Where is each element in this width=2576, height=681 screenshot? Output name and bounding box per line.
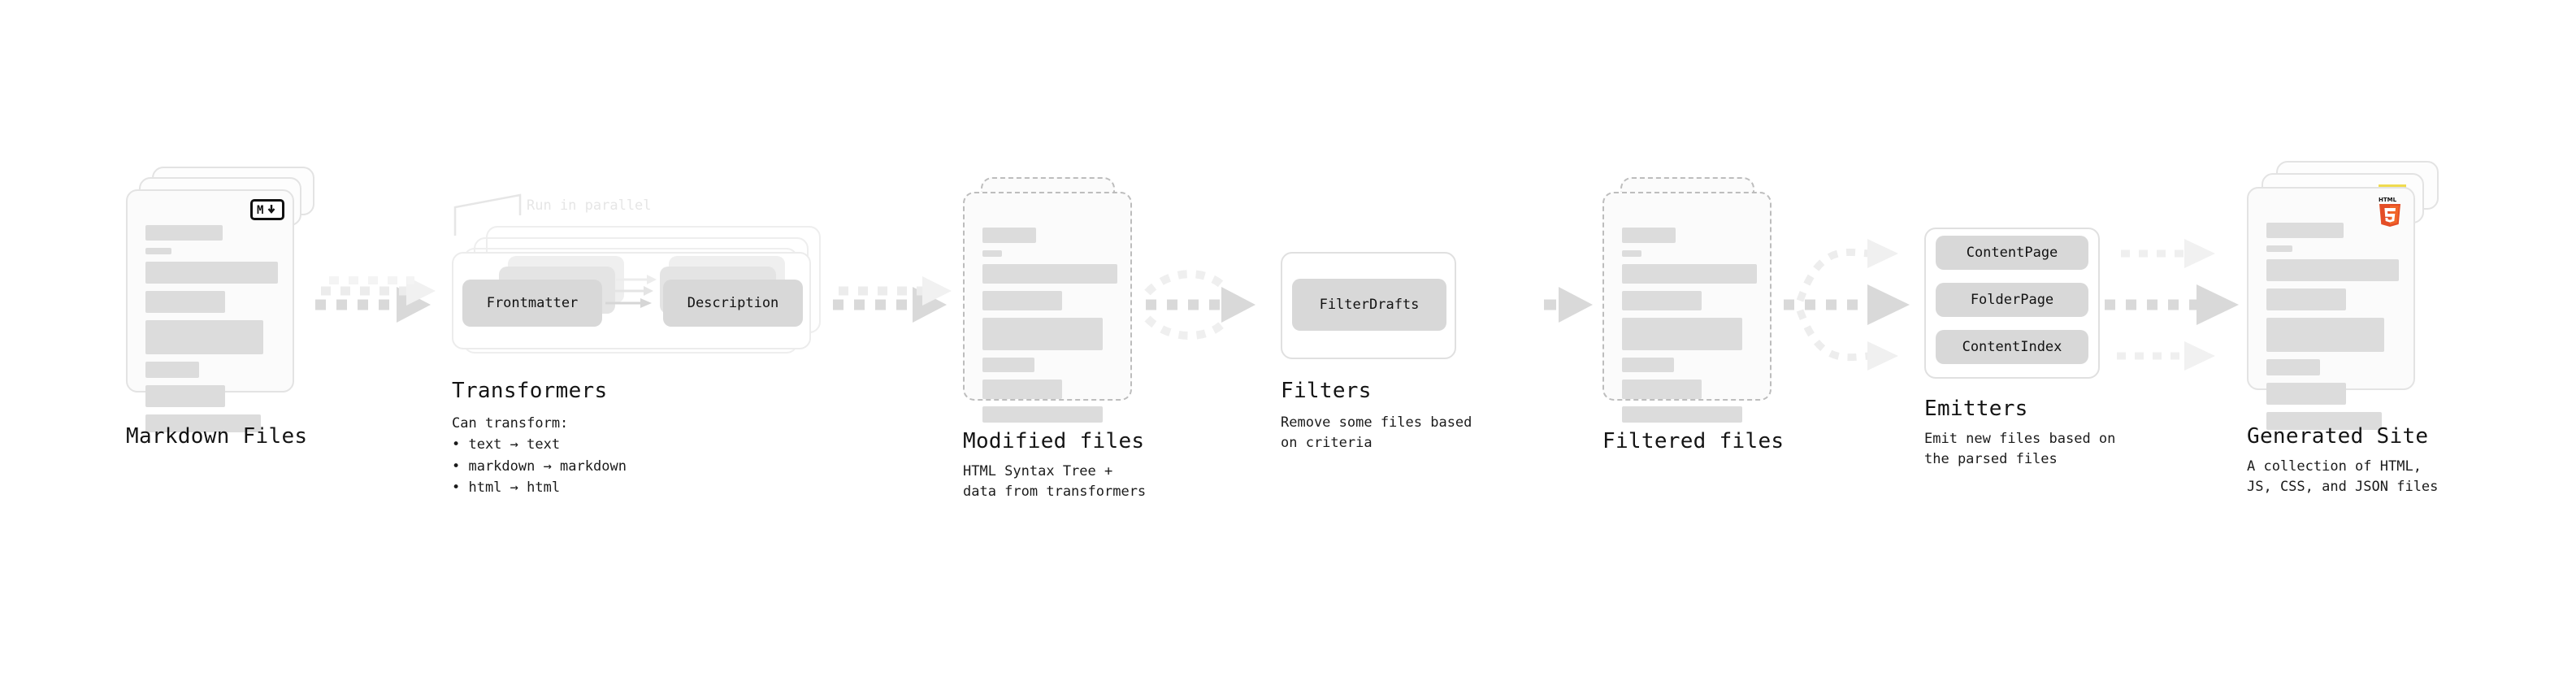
filterdrafts-pill[interactable]: FilterDrafts [1292,279,1446,331]
contentindex-pill[interactable]: ContentIndex [1936,330,2088,364]
card-front: HTML [2247,187,2415,430]
arrow-filtered-to-emitters [1784,239,1910,371]
markdown-files-card-stack: M [126,167,329,432]
arrow-emitters-to-site [2105,239,2239,371]
arrow-transformers-to-modified [833,276,952,323]
filters-title: Filters [1281,379,1372,403]
generated-site-title: Generated Site [2247,424,2429,449]
modified-files-card-stack [963,177,1150,437]
markdown-files-title: Markdown Files [126,424,308,449]
contentpage-pill[interactable]: ContentPage [1936,236,2088,270]
filtered-files-card-stack [1602,177,1789,437]
card-front: M [126,189,294,432]
run-in-parallel-label: Run in parallel [527,197,652,214]
modified-files-desc: HTML Syntax Tree + data from transformer… [963,463,1147,501]
svg-text:M: M [257,204,263,215]
frontmatter-pill[interactable]: Frontmatter [462,280,602,327]
filtered-files-title: Filtered files [1602,429,1785,453]
card-content-bars [2266,223,2399,437]
emitters-title: Emitters [1924,397,2028,421]
card-content-bars [1622,228,1757,430]
card-content-bars [982,228,1117,430]
filters-desc: Remove some files based on criteria [1281,414,1472,452]
svg-text:HTML: HTML [2379,197,2397,203]
generated-site-card-stack: CSS HTML [2247,161,2450,430]
folderpage-pill[interactable]: FolderPage [1936,283,2088,317]
markdown-icon: M [250,199,284,220]
card-front [1602,192,1772,423]
emitters-desc: Emit new files based on the parsed files [1924,431,2116,468]
arrow-markdown-to-transformers [315,276,436,323]
generated-site-desc: A collection of HTML, JS, CSS, and JSON … [2247,458,2439,496]
description-pill[interactable]: Description [663,280,803,327]
arrow-filters-to-filtered [1544,287,1593,323]
card-content-bars [145,225,278,440]
transformers-desc: Can transform: • text → text • markdown … [452,415,627,497]
html5-icon: HTML [2376,195,2404,231]
arrow-modified-to-filters [1144,270,1255,340]
card-front [963,192,1132,423]
transformers-title: Transformers [452,379,608,403]
modified-files-title: Modified files [963,429,1145,453]
